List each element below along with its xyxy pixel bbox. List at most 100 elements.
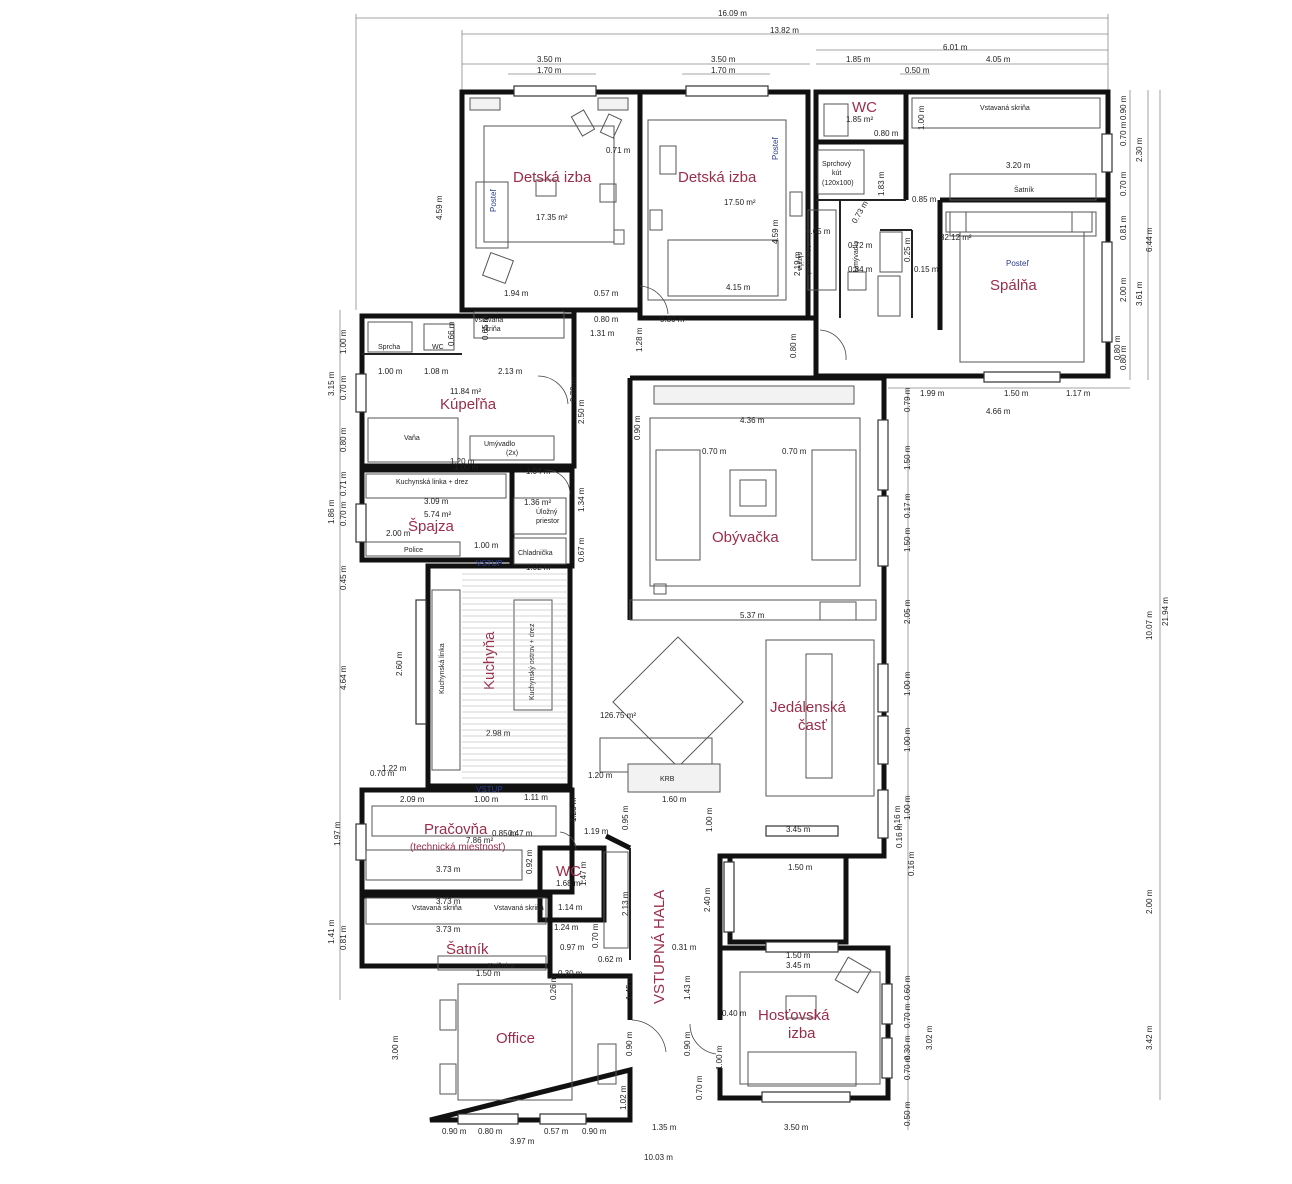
svg-text:3.61 m: 3.61 m [1135, 281, 1144, 306]
kitchen-floor-hatch [462, 573, 568, 779]
storage-line1: Úložný [536, 507, 558, 516]
svg-text:2.09 m: 2.09 m [400, 795, 425, 804]
svg-text:0.70 m: 0.70 m [782, 447, 807, 456]
room-name-spajza: Špajza [408, 518, 455, 535]
svg-text:0.70 m: 0.70 m [702, 447, 727, 456]
svg-text:2.30 m: 2.30 m [1135, 137, 1144, 162]
svg-text:1.00 m: 1.00 m [903, 795, 912, 820]
svg-text:3.09 m: 3.09 m [424, 497, 449, 506]
shower-line3: (120x100) [822, 180, 854, 187]
svg-text:1.86 m: 1.86 m [327, 499, 336, 524]
svg-text:0.80 m: 0.80 m [874, 129, 899, 138]
svg-text:4.66 m: 4.66 m [986, 407, 1011, 416]
svg-text:0.71 m: 0.71 m [339, 471, 348, 496]
svg-text:0.25 m: 0.25 m [903, 237, 912, 262]
room-name-jedalen2: časť [798, 717, 827, 734]
svg-text:0.15 m: 0.15 m [914, 265, 939, 274]
storage-line2: priestor [536, 518, 560, 525]
svg-text:0.80 m: 0.80 m [1119, 345, 1128, 370]
room-area-wc-top: 1.85 m² [846, 115, 873, 124]
svg-text:0.16 m: 0.16 m [907, 851, 916, 876]
svg-text:4.15 m: 4.15 m [726, 283, 751, 292]
svg-text:1.50 m: 1.50 m [788, 863, 813, 872]
svg-text:0.57 m: 0.57 m [594, 289, 619, 298]
svg-text:0.80 m: 0.80 m [660, 315, 685, 324]
svg-text:0.95 m: 0.95 m [621, 805, 630, 830]
svg-text:1.50 m: 1.50 m [476, 969, 501, 978]
dim-room1-width: 3.50 m [537, 55, 562, 64]
svg-text:1.00 m: 1.00 m [917, 105, 926, 130]
svg-text:1.00 m: 1.00 m [339, 329, 348, 354]
svg-text:2.40 m: 2.40 m [703, 887, 712, 912]
svg-text:0.50 m: 0.50 m [903, 1101, 912, 1126]
dim-width-3: 6.01 m [943, 43, 968, 52]
left-dimensions: 1.00 m 3.15 m 0.70 m 0.80 m 1.86 m 0.71 … [327, 310, 479, 1060]
svg-text:0.66 m: 0.66 m [447, 321, 456, 346]
right-dimensions: 0.90 m 0.70 m 2.30 m 0.70 m 0.81 m 2.00 … [888, 90, 1170, 1130]
svg-text:1.22 m: 1.22 m [382, 764, 407, 773]
svg-text:0.90 m: 0.90 m [442, 1127, 467, 1136]
furniture [365, 97, 1101, 1101]
svg-text:0.80 m: 0.80 m [789, 333, 798, 358]
svg-text:1.24 m: 1.24 m [554, 923, 579, 932]
svg-text:1.47 m: 1.47 m [579, 861, 588, 886]
bath-sink: Umývadlo [484, 441, 515, 448]
svg-text:2.13 m: 2.13 m [498, 367, 523, 376]
room-name-hostovska2: izba [788, 1025, 816, 1042]
pantry-shelves: Police [404, 547, 423, 554]
bed-label-2: Posteľ [771, 137, 780, 160]
svg-text:1.04 m: 1.04 m [526, 467, 551, 476]
room-area-kupelna: 11.84 m² [450, 387, 481, 396]
entry-label-work: VSTUP [476, 785, 503, 794]
dim-bedroom-width: 4.05 m [986, 55, 1011, 64]
svg-text:0.47 m: 0.47 m [508, 829, 533, 838]
room-area-pracovna: 7.86 m² [466, 836, 493, 845]
room-name-detska1: Detská izba [513, 169, 592, 186]
svg-text:1.00 m: 1.00 m [378, 367, 403, 376]
svg-text:0.80 m: 0.80 m [478, 1127, 503, 1136]
svg-text:1.94 m: 1.94 m [504, 289, 529, 298]
svg-text:1.00 m: 1.00 m [474, 541, 499, 550]
bedroom-satnik: Šatník [1014, 185, 1034, 194]
svg-text:1.08 m: 1.08 m [424, 367, 449, 376]
svg-text:1.00 m: 1.00 m [903, 727, 912, 752]
bath-shower: Sprcha [378, 344, 400, 351]
svg-text:3.97 m: 3.97 m [510, 1137, 535, 1146]
svg-text:0.70 m: 0.70 m [903, 1003, 912, 1028]
svg-text:0.70 m: 0.70 m [591, 923, 600, 948]
svg-text:0.57 m: 0.57 m [544, 1127, 569, 1136]
svg-text:0.90 m: 0.90 m [625, 1031, 634, 1056]
room-area-detska2: 17.50 m² [724, 198, 756, 207]
svg-text:5.37 m: 5.37 m [740, 611, 765, 620]
room-name-office: Office [496, 1030, 535, 1047]
svg-text:1.00 m: 1.00 m [715, 1045, 724, 1070]
svg-text:0.16 m: 0.16 m [895, 823, 904, 848]
svg-text:0.90 m: 0.90 m [582, 1127, 607, 1136]
closet-top-line2: skriňa [482, 326, 501, 333]
svg-text:1.00 m: 1.00 m [474, 795, 499, 804]
svg-text:2.00 m: 2.00 m [1145, 889, 1154, 914]
dim-wall: 0.50 m [905, 66, 930, 75]
svg-text:1.25 m: 1.25 m [569, 797, 578, 822]
kitchen-island: Kuchynský ostrov + drez [529, 623, 536, 700]
svg-text:1.31 m: 1.31 m [590, 329, 615, 338]
svg-text:0.16 m: 0.16 m [893, 805, 902, 830]
washbasin-mid: Umývadlo [853, 241, 860, 272]
svg-text:2.00 m: 2.00 m [386, 529, 411, 538]
dim-wc-width: 1.85 m [846, 55, 871, 64]
dim-width-2: 13.82 m [770, 26, 799, 35]
svg-text:1.34 m: 1.34 m [577, 487, 586, 512]
svg-text:0.84 m: 0.84 m [848, 265, 873, 274]
svg-text:0.31 m: 0.31 m [672, 943, 697, 952]
dim-room1-window: 1.70 m [537, 66, 562, 75]
fireplace-label: KRB [660, 776, 675, 783]
svg-text:0.60 m: 0.60 m [903, 975, 912, 1000]
walls [359, 89, 1111, 1123]
svg-text:3.02 m: 3.02 m [925, 1025, 934, 1050]
svg-text:0.30 m: 0.30 m [903, 1035, 912, 1060]
closet-top-line1: Vstavaná [474, 317, 503, 324]
entry-label-kitchen: VSTUP [476, 559, 503, 568]
room-name-spalna: Spálňa [990, 277, 1037, 294]
svg-text:1.14 m: 1.14 m [558, 903, 583, 912]
svg-text:0.70 m: 0.70 m [339, 375, 348, 400]
